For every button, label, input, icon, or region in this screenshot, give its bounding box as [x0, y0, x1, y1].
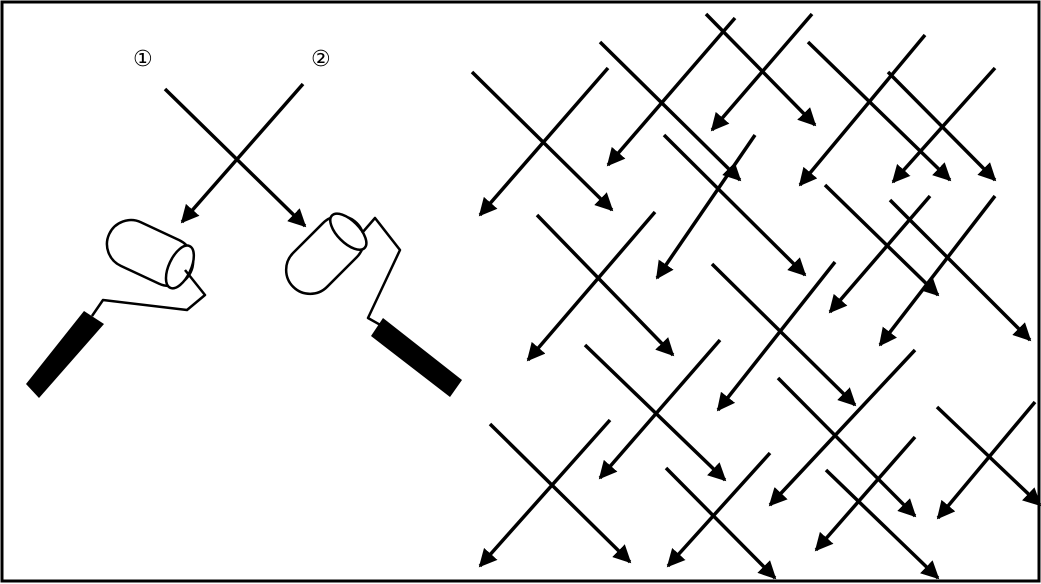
step-1-label: ①: [133, 47, 153, 72]
step-2-label: ②: [311, 47, 331, 72]
